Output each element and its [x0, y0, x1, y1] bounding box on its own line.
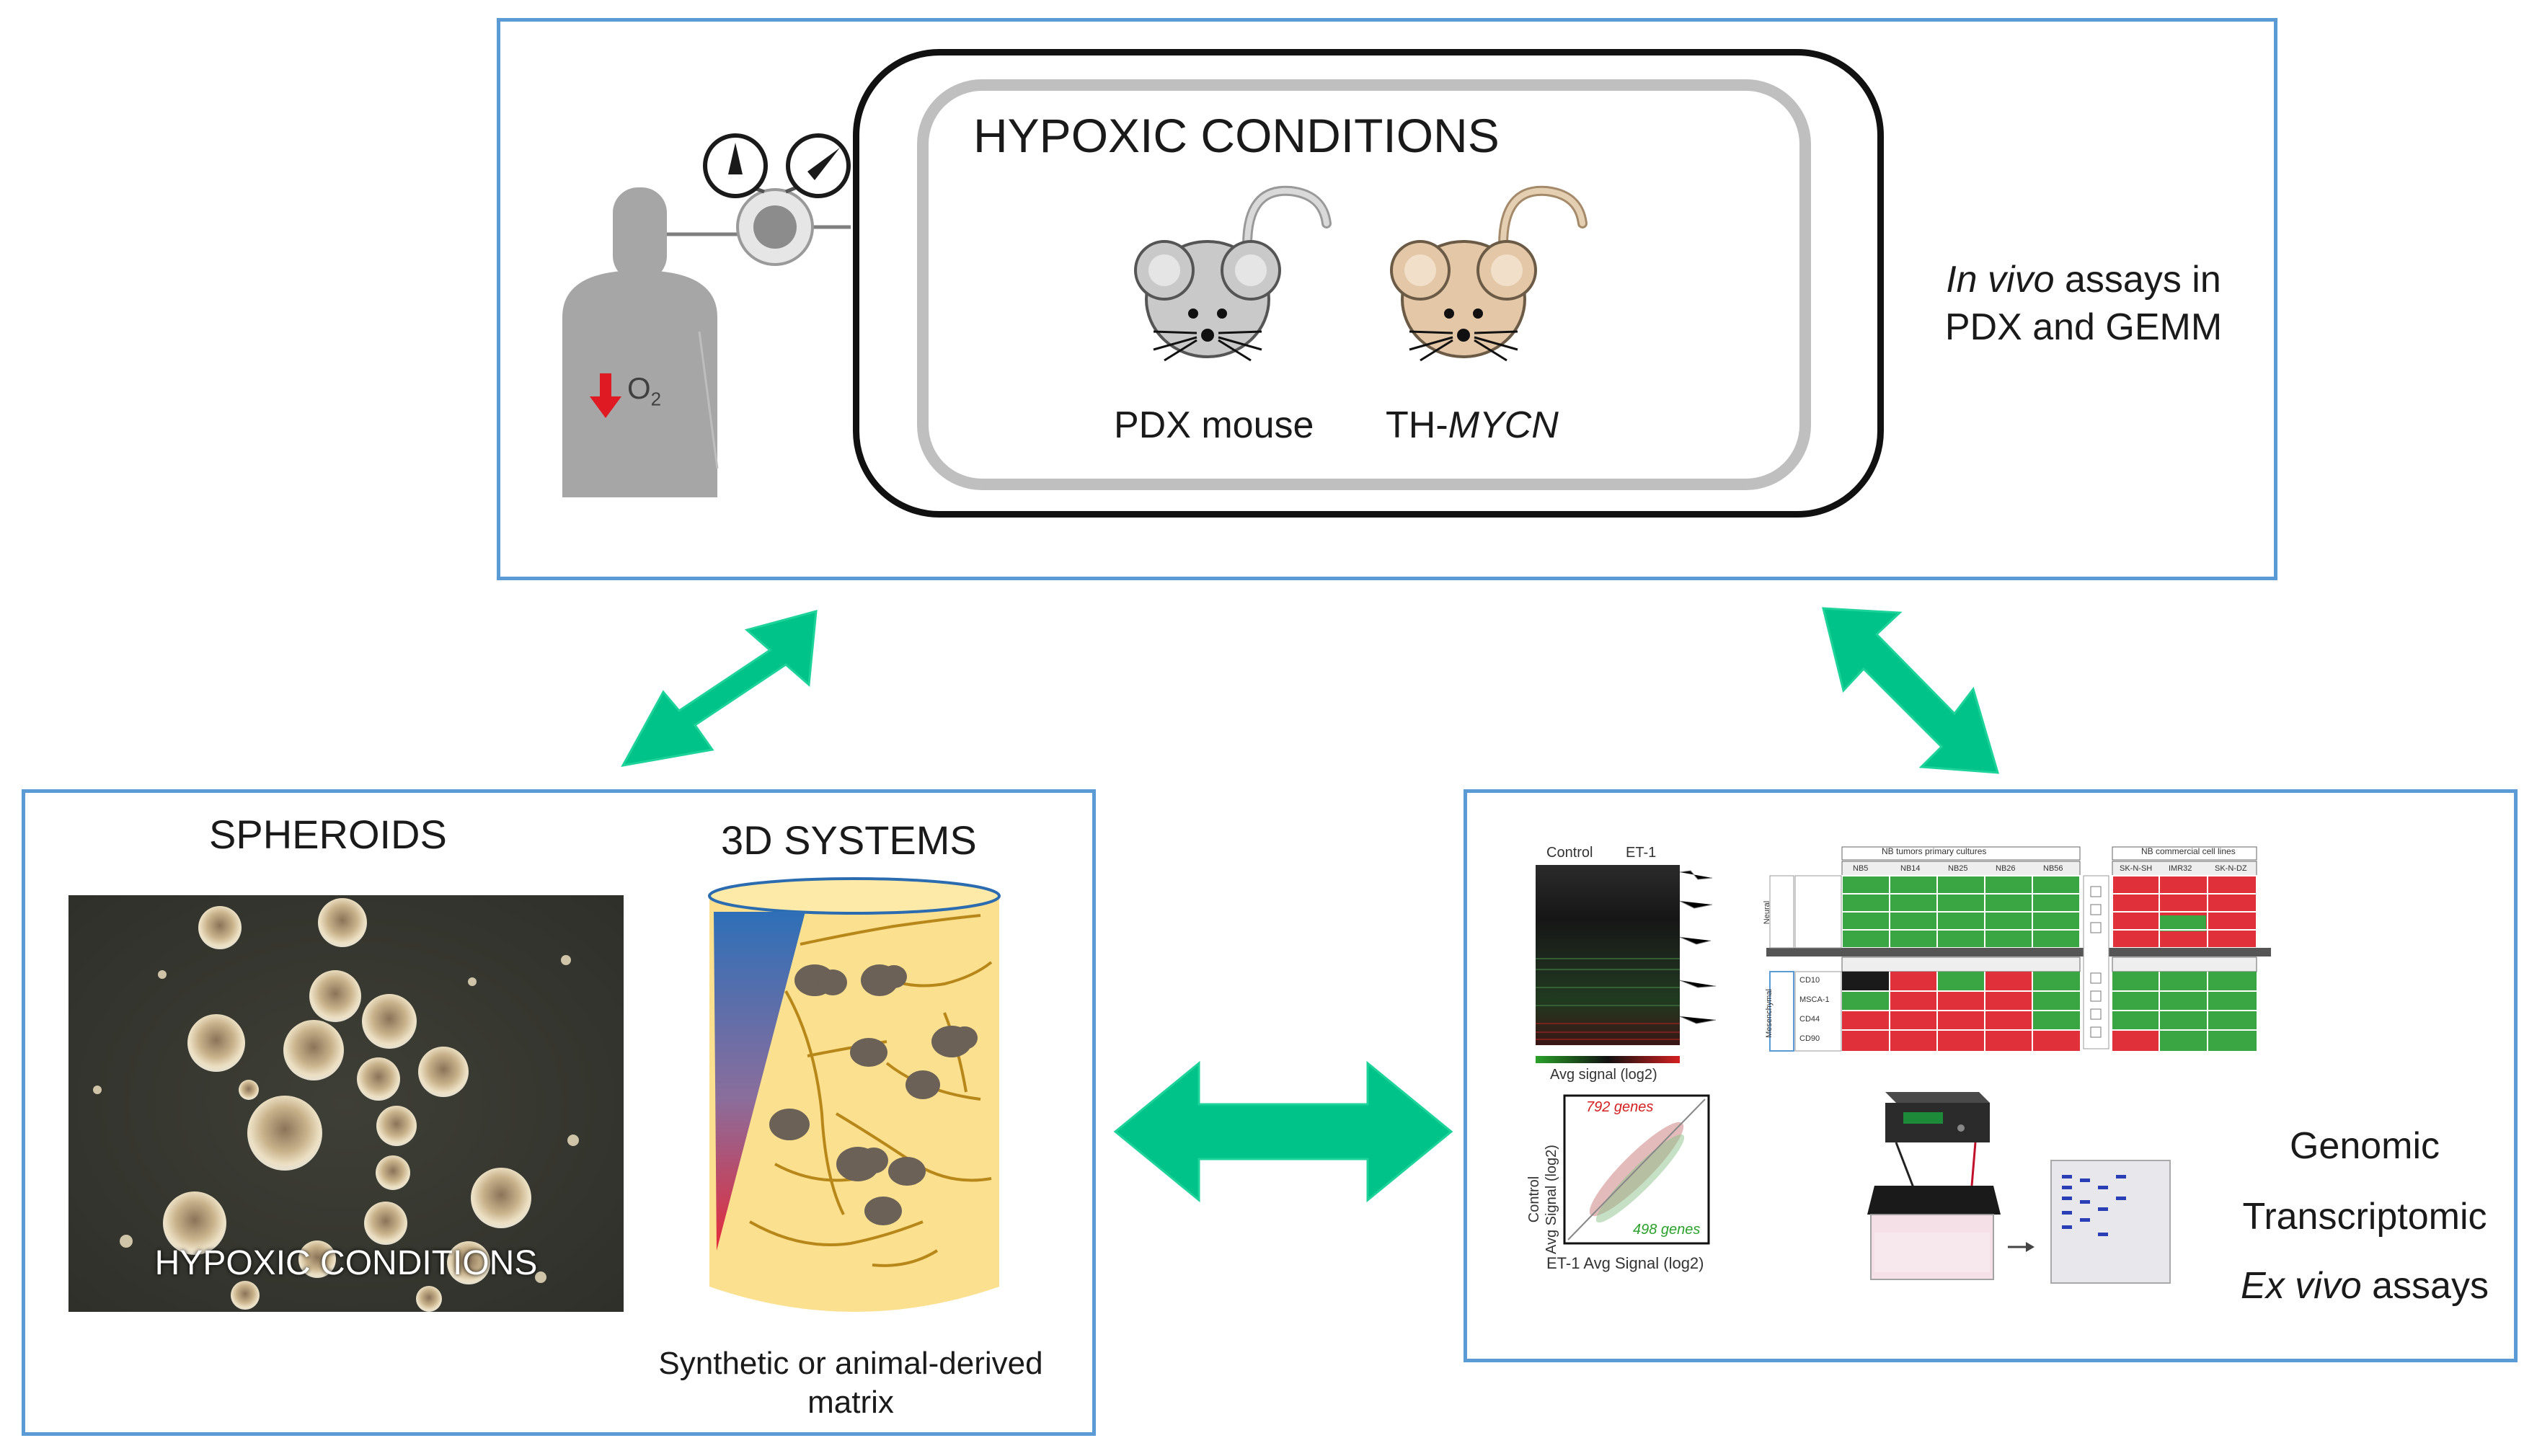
table-col-nb56: NB56	[2043, 864, 2063, 873]
double-arrow-horizontal	[1113, 1060, 1453, 1203]
cylinder-o2-label: O2	[627, 371, 662, 410]
table-top-block	[1841, 875, 2257, 949]
table-col-skndz: SK-N-DZ	[2215, 864, 2247, 873]
table-col-nb14: NB14	[1900, 864, 1921, 873]
table-col-nb25: NB25	[1948, 864, 1968, 873]
gas-cylinder-icon	[562, 187, 750, 497]
3d-matrix-cylinder-icon	[708, 877, 1001, 1312]
table-row-cd90: CD90	[1799, 1034, 1820, 1043]
3d-systems-title: 3D SYSTEMS	[721, 817, 977, 863]
table-bottom-block	[1842, 972, 2257, 1051]
table-col-nb26: NB26	[1996, 864, 2016, 873]
heatmap-header-control: Control	[1546, 845, 1593, 861]
microarray-heatmap	[1532, 843, 1727, 1088]
pressure-regulator-icon	[703, 133, 851, 266]
chamber-title: HYPOXIC CONDITIONS	[973, 109, 1500, 162]
table-group-neural: Neural	[1763, 900, 1772, 925]
table-col-imr32: IMR32	[2169, 864, 2192, 873]
spheroid-cells	[93, 898, 579, 1312]
ex-vivo-label: Ex vivo assays	[2241, 1265, 2489, 1307]
heatmap-legend-label: Avg signal (log2)	[1550, 1067, 1657, 1083]
scatter-down-label: 498 genes	[1633, 1222, 1701, 1238]
genomic-label: Genomic	[2289, 1125, 2440, 1167]
in-vivo-caption: In vivo assays in PDX and GEMM	[1944, 259, 2223, 348]
down-arrow-icon	[590, 373, 621, 418]
spheroids-title: SPHEROIDS	[209, 812, 447, 857]
hypoxia-chamber	[853, 49, 1884, 518]
hypoxia-chamber-inner	[917, 79, 1811, 490]
pdx-mouse-label: PDX mouse	[1114, 404, 1314, 446]
double-arrow-top-left	[621, 609, 818, 768]
electrophoresis-equipment-icon	[1846, 1078, 2177, 1287]
table-group-mesenchymal: Mesenchymal	[1764, 989, 1774, 1038]
th-mycn-mouse-icon	[1390, 185, 1588, 362]
table-col-sknsh: SK-N-SH	[2120, 864, 2153, 873]
expression-table	[1766, 843, 2271, 1074]
table-header-primary: NB tumors primary cultures	[1882, 846, 1987, 856]
scatter-plot	[1563, 1094, 1710, 1245]
spheroids-micrograph	[68, 895, 624, 1312]
table-row-msca1: MSCA-1	[1799, 995, 1830, 1004]
table-header-lines: NB commercial cell lines	[2141, 846, 2236, 856]
spheroids-overlay-label: HYPOXIC CONDITIONS	[154, 1244, 538, 1282]
heatmap-header-et1: ET-1	[1626, 845, 1657, 861]
th-mycn-mouse-label: TH-MYCN	[1386, 404, 1559, 446]
scatter-xlabel: ET-1 Avg Signal (log2)	[1546, 1254, 1704, 1272]
pdx-mouse-icon	[1134, 185, 1332, 362]
double-arrow-top-right	[1822, 607, 2000, 774]
table-row-cd44: CD44	[1799, 1015, 1820, 1024]
scatter-up-label: 792 genes	[1586, 1099, 1654, 1115]
transcriptomic-label: Transcriptomic	[2242, 1196, 2487, 1238]
table-row-cd10: CD10	[1799, 976, 1820, 985]
table-col-nb5: NB5	[1853, 864, 1869, 873]
matrix-caption: Synthetic or animal-derived matrix	[658, 1346, 1043, 1420]
